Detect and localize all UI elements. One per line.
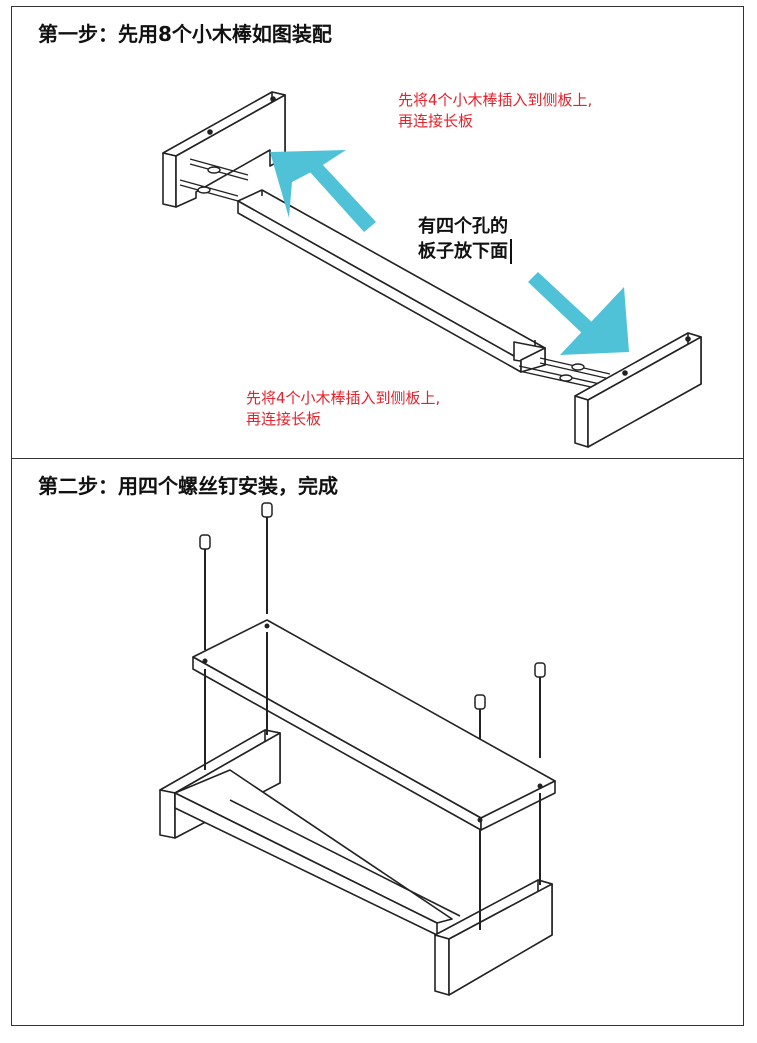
step1-note-bottom: 先将4个小木棒插入到侧板上, 再连接长板 <box>246 388 440 430</box>
top-shelf-board <box>192 619 556 831</box>
note-bottom-line2: 再连接长板 <box>246 410 322 428</box>
step2-title: 第二步：用四个螺丝钉安装，完成 <box>38 474 338 498</box>
note-top-line2: 再连接长板 <box>398 112 474 130</box>
bottom-long-board <box>174 769 461 936</box>
step-divider <box>11 458 744 459</box>
screw-heads <box>199 502 546 710</box>
step1-title: 第一步：先用8个小木棒如图装配 <box>38 22 332 46</box>
hole-label-line1: 有四个孔的 <box>418 216 508 237</box>
step2-diagram <box>159 502 556 996</box>
left-side-panel <box>162 91 286 208</box>
bottom-right-panel <box>434 879 553 996</box>
right-dowels <box>518 357 611 390</box>
long-board <box>237 189 546 373</box>
step1-diagram <box>162 91 702 448</box>
note-top-line1: 先将4个小木棒插入到侧板上, <box>398 91 593 109</box>
hole-label-line2: 板子放下面 <box>418 239 512 264</box>
instruction-frame <box>11 6 744 1026</box>
step1-note-top: 先将4个小木棒插入到侧板上, 再连接长板 <box>398 90 592 132</box>
left-dowels <box>179 158 249 202</box>
screw-holes <box>202 623 543 823</box>
screws-lower <box>204 632 541 930</box>
note-bottom-line1: 先将4个小木棒插入到侧板上, <box>246 389 441 407</box>
hole-board-label: 有四个孔的 板子放下面 <box>418 214 512 264</box>
arrow-icon <box>270 150 629 355</box>
right-side-panel <box>574 332 702 448</box>
